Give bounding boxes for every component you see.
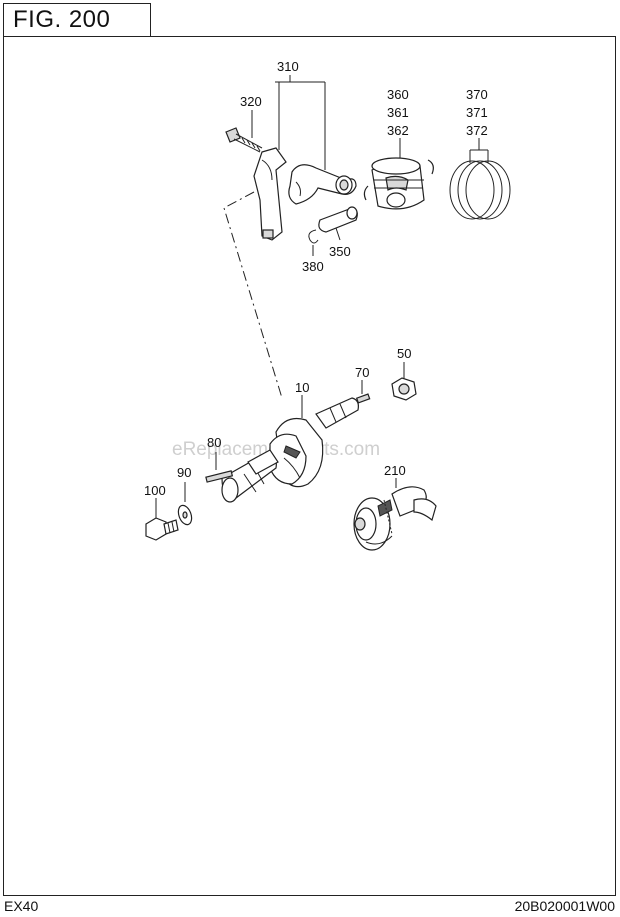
model-label: EX40 — [4, 898, 39, 914]
callout-100: 100 — [144, 483, 166, 498]
key-80 — [205, 452, 234, 483]
callout-10: 10 — [295, 380, 309, 395]
callout-372: 372 — [466, 123, 488, 138]
callout-50: 50 — [397, 346, 411, 361]
crankshaft-10 — [221, 395, 359, 503]
piston-assembly — [363, 138, 434, 210]
callout-320: 320 — [240, 94, 262, 109]
callout-210: 210 — [384, 463, 406, 478]
pin-clip-380 — [308, 229, 319, 256]
bolt-100 — [145, 498, 179, 541]
callout-380: 380 — [302, 259, 324, 274]
piston-rings — [449, 138, 511, 220]
piston-clip-362 — [427, 159, 434, 175]
piston-pin-350 — [318, 206, 358, 241]
callout-361: 361 — [387, 105, 409, 120]
governor-assembly-210 — [353, 478, 437, 551]
key-70 — [355, 380, 371, 404]
callout-360: 360 — [387, 87, 409, 102]
nut-50 — [391, 362, 417, 401]
callout-70: 70 — [355, 365, 369, 380]
diagram-frame — [3, 36, 616, 896]
rod-cap — [253, 147, 287, 241]
callout-labels: 310 320 360 361 362 370 371 372 350 380 … — [144, 59, 488, 498]
rod-bolt-320 — [225, 127, 263, 153]
callout-90: 90 — [177, 465, 191, 480]
washer-90 — [177, 482, 193, 526]
diagram-code: 20B020001W00 — [514, 898, 615, 914]
callout-362: 362 — [387, 123, 409, 138]
callout-371: 371 — [466, 105, 488, 120]
callout-80: 80 — [207, 435, 221, 450]
callout-350: 350 — [329, 244, 351, 259]
connecting-rod-body — [288, 164, 357, 205]
connecting-rod-assembly — [223, 75, 357, 399]
callout-310: 310 — [277, 59, 299, 74]
callout-370: 370 — [466, 87, 488, 102]
